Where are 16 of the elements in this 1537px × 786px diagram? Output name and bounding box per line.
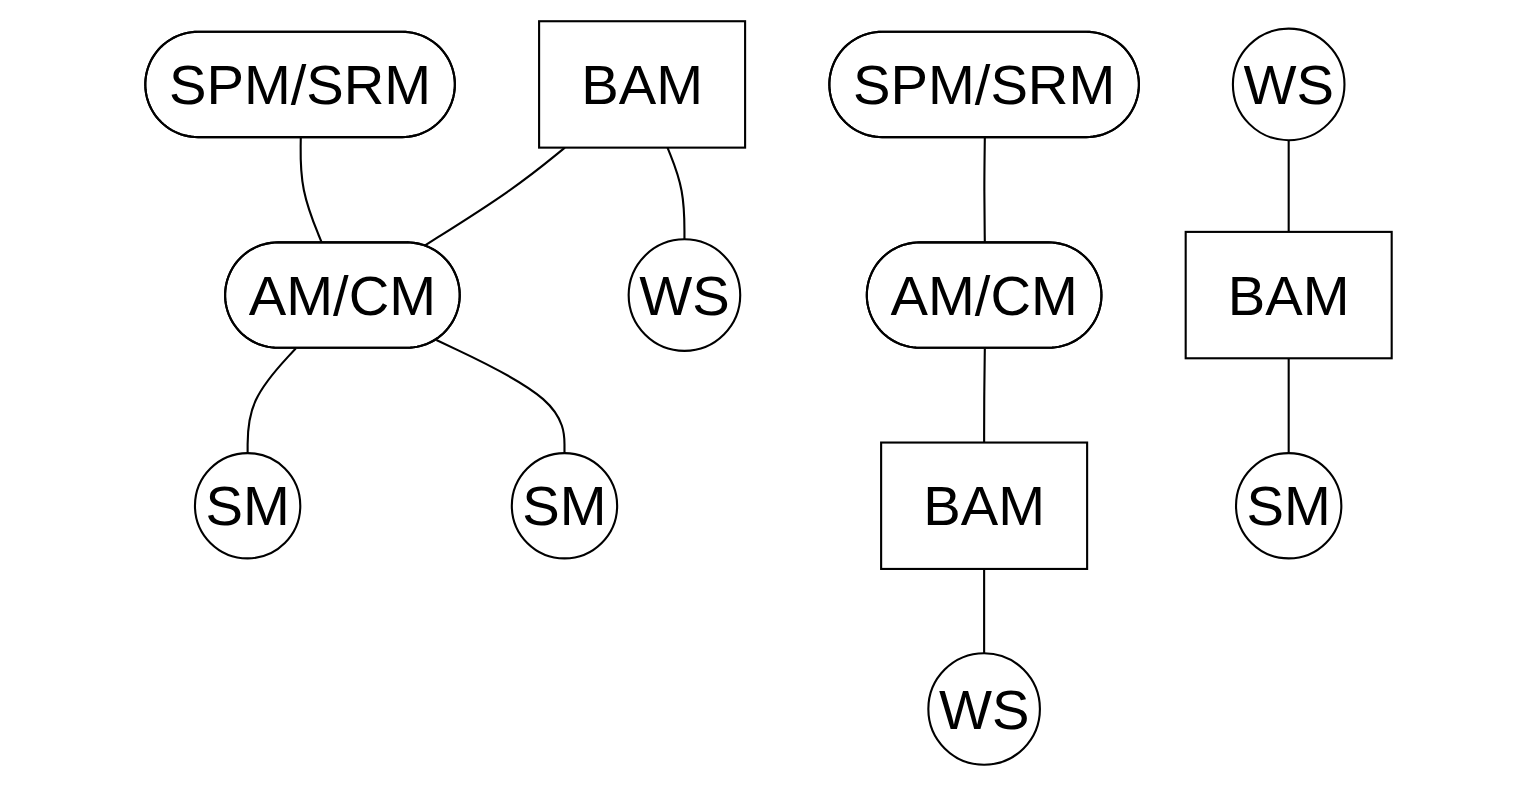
connector (983, 568, 986, 654)
node-circle: SM (193, 452, 302, 560)
connector (246, 347, 297, 454)
node-box: BAM (538, 20, 747, 149)
connector (1287, 140, 1290, 232)
connector (983, 348, 986, 443)
node-box: BAM (1184, 230, 1393, 360)
node-circle: SM (1234, 452, 1343, 560)
node-circle: WS (1231, 27, 1346, 142)
connector (1287, 358, 1290, 454)
node-circle: SM (510, 452, 619, 560)
connector (666, 147, 686, 240)
node-box: BAM (880, 441, 1089, 570)
node-circle: WS (627, 238, 742, 352)
node-circle: WS (927, 652, 1041, 766)
connector (435, 339, 566, 454)
